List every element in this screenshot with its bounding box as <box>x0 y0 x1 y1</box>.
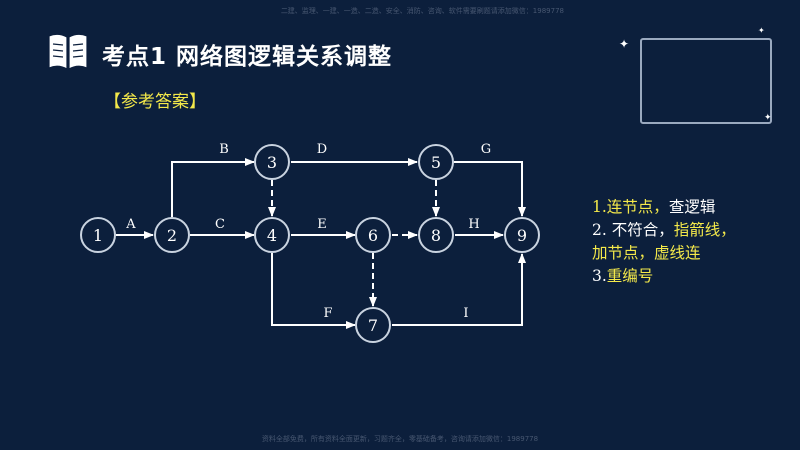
node-label: 7 <box>368 316 378 335</box>
node-label: 5 <box>431 153 441 172</box>
edge-label: G <box>481 142 491 157</box>
edge-5-9 <box>454 161 526 217</box>
node-7 <box>355 307 391 343</box>
node-label: 6 <box>368 226 378 245</box>
edge-label: D <box>317 142 327 157</box>
note-line-1: 1.连节点，查逻辑 <box>592 198 716 216</box>
note-line-3: 加节点，虚线连 <box>592 244 701 262</box>
sparkle-icon: ✦ <box>619 37 630 51</box>
edge-label: B <box>219 142 229 157</box>
page-title: 考点1 网络图逻辑关系调整 <box>102 44 393 70</box>
edge-label: E <box>317 217 327 232</box>
edge-label: A <box>125 217 136 232</box>
node-5 <box>418 144 454 180</box>
node-2 <box>154 217 190 253</box>
node-label: 3 <box>267 153 277 172</box>
answer-notes: 1.连节点，查逻辑 2. 不符合，指箭线， 加节点，虚线连 3.重编号 <box>592 196 736 288</box>
edge-2-3 <box>171 158 255 217</box>
node-label: 4 <box>267 226 277 245</box>
note-line-2: 2. 不符合，指箭线， <box>592 221 736 239</box>
edge-label: F <box>323 306 332 321</box>
node-8 <box>418 217 454 253</box>
answer-label: 【参考答案】 <box>104 92 206 112</box>
sparkle-icon: ✦ <box>758 26 765 35</box>
watermark-bottom: 资料全部免费，所有资料全面更新，习题齐全，零基础备考，咨询请添加微信：19897… <box>261 435 539 443</box>
sparkle-icon: ✦ <box>764 113 772 123</box>
node-label: 1 <box>93 226 103 245</box>
book-icon <box>48 33 88 71</box>
node-label: 8 <box>431 226 441 245</box>
node-label: 2 <box>167 226 177 245</box>
edge-label: H <box>468 217 479 232</box>
node-label: 9 <box>517 226 527 245</box>
edge-7-9 <box>392 253 526 326</box>
node-9 <box>504 217 540 253</box>
edge-label: I <box>463 306 468 321</box>
node-3 <box>254 144 290 180</box>
node-1 <box>80 217 116 253</box>
edge-4-7 <box>271 253 356 329</box>
decorative-frame <box>640 38 772 124</box>
node-6 <box>355 217 391 253</box>
edge-label: C <box>215 217 225 232</box>
node-4 <box>254 217 290 253</box>
watermark-top: 二建、监理、一建、一造、二造、安全、消防、咨询、软件需要刷题请添加微信：1989… <box>280 7 564 15</box>
note-line-4: 3.重编号 <box>592 267 654 285</box>
